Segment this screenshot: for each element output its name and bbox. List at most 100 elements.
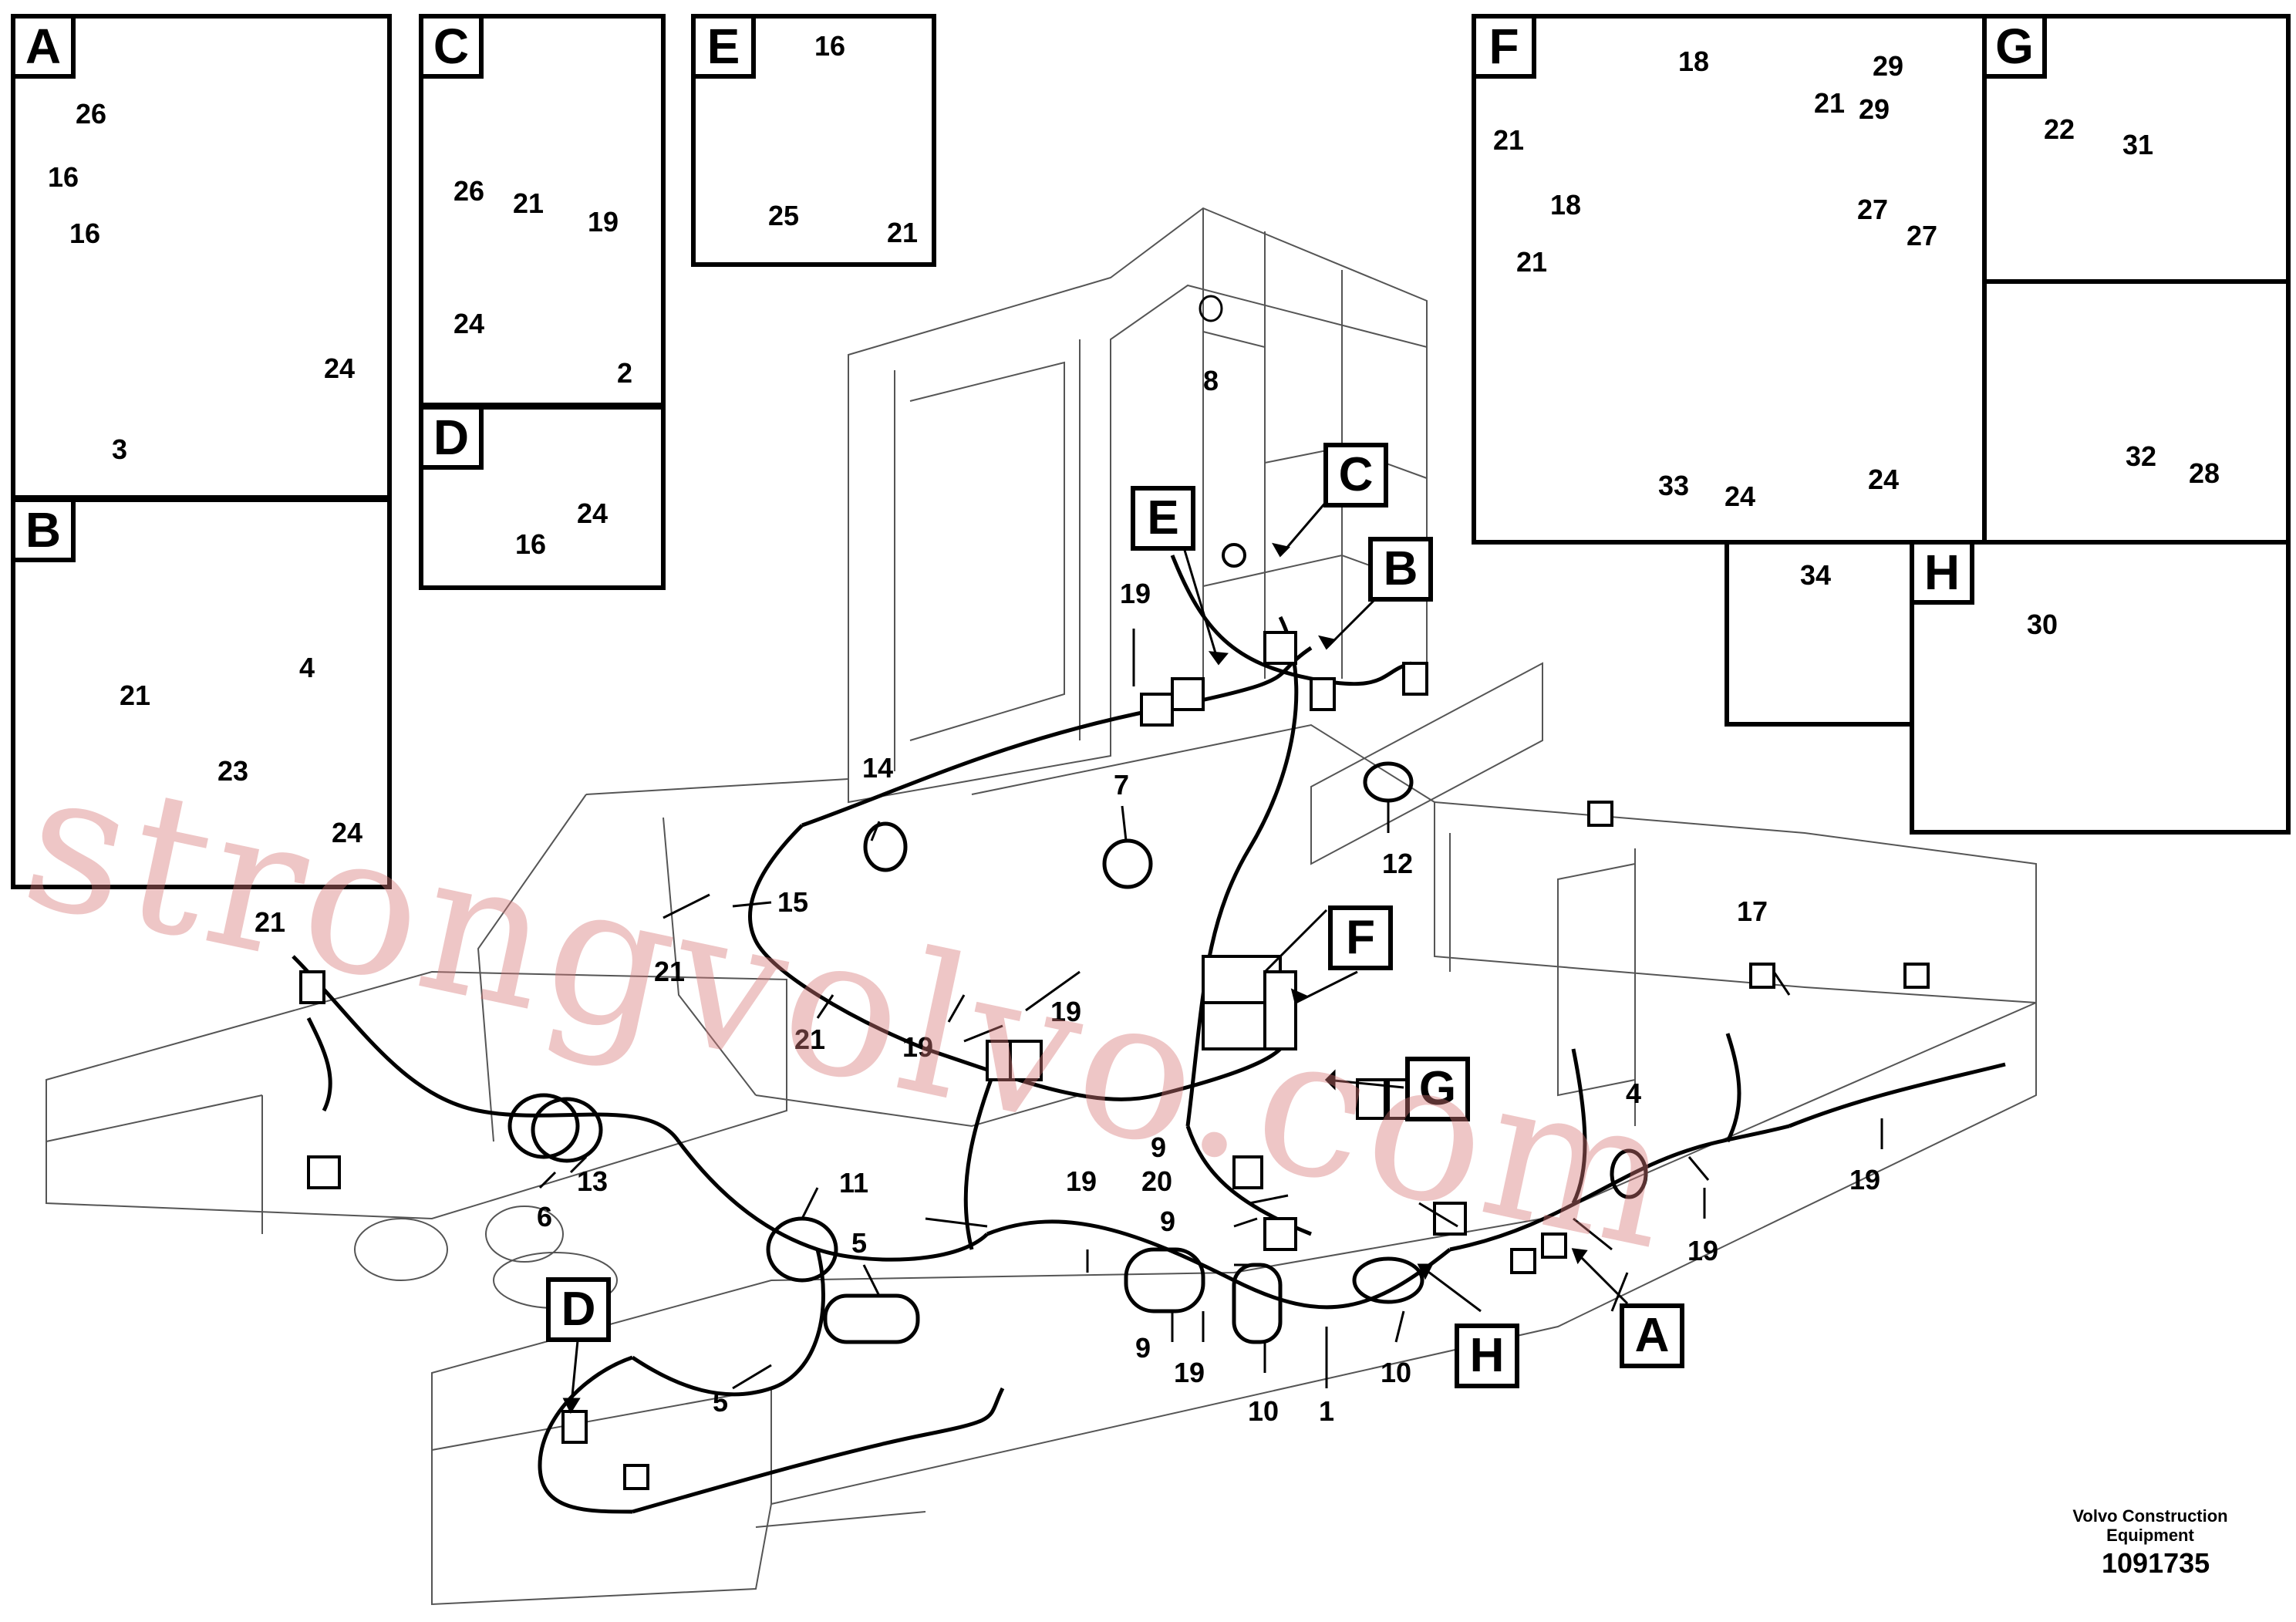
callout-main-19-pair: 19: [1050, 996, 1082, 1027]
detail-box-c: C: [419, 14, 666, 407]
callout-a-3: 3: [112, 433, 128, 465]
callout-b-4: 4: [299, 652, 315, 683]
detail-g-divider: [1987, 279, 2291, 284]
callout-main-20: 20: [1141, 1165, 1173, 1197]
detail-box-e: E: [691, 14, 936, 267]
detail-box-34: [1725, 540, 1914, 727]
callout-main-7: 7: [1114, 769, 1130, 801]
callout-g-32: 32: [2126, 440, 2157, 472]
callout-main-9-mid: 9: [1160, 1206, 1176, 1237]
callout-a-24: 24: [324, 352, 356, 384]
callout-g-28: 28: [2189, 457, 2220, 489]
callout-e-16: 16: [814, 30, 846, 62]
flag-g: G: [1405, 1057, 1470, 1121]
callout-main-11: 11: [839, 1167, 869, 1199]
callout-c-24: 24: [453, 308, 485, 339]
callout-e-21: 21: [887, 217, 919, 248]
flag-f: F: [1328, 905, 1393, 970]
callout-main-6: 6: [537, 1201, 553, 1233]
detail-box-h: H: [1910, 540, 2291, 835]
callout-main-19-right-a: 19: [1849, 1164, 1881, 1195]
flag-a: A: [1620, 1303, 1684, 1368]
callout-f-27-left: 27: [1857, 194, 1889, 225]
harness-grommets: [510, 764, 1646, 1342]
callout-main-8: 8: [1203, 365, 1219, 396]
callout-c-21: 21: [513, 187, 544, 219]
flag-b: B: [1368, 537, 1433, 602]
detail-letter-d: D: [419, 405, 484, 470]
detail-letter-h: H: [1910, 540, 1974, 605]
callout-a-16-mid: 16: [69, 218, 101, 249]
callout-main-21-left: 21: [255, 906, 286, 938]
callout-main-21-center: 21: [654, 956, 686, 987]
callout-f-33: 33: [1658, 470, 1690, 501]
callout-d-16: 16: [515, 528, 547, 560]
chassis: [46, 663, 2036, 1604]
callout-b-23: 23: [217, 755, 249, 787]
detail-letter-a: A: [11, 14, 76, 79]
callout-main-15: 15: [777, 886, 809, 918]
callout-f-29-top: 29: [1873, 50, 1904, 82]
callout-main-4: 4: [1626, 1077, 1642, 1109]
detail-box-a: A: [11, 14, 392, 500]
detail-letter-b: B: [11, 497, 76, 562]
flag-c: C: [1323, 443, 1388, 508]
callout-main-9-upper: 9: [1151, 1131, 1167, 1163]
company-name: Volvo Construction Equipment: [2058, 1506, 2243, 1546]
company-line-2: Equipment: [2106, 1526, 2194, 1546]
detail-letter-c: C: [419, 14, 484, 79]
detail-box-f: F: [1472, 14, 1987, 545]
callout-b-24: 24: [332, 817, 363, 848]
flag-e: E: [1131, 486, 1195, 551]
callout-main-19-center: 19: [902, 1031, 934, 1063]
callout-main-21-lower: 21: [794, 1023, 826, 1055]
callout-f-18-top: 18: [1678, 46, 1710, 77]
callout-main-14: 14: [862, 752, 894, 784]
callout-main-9-lower: 9: [1135, 1332, 1151, 1364]
callout-f-18-mid: 18: [1550, 189, 1582, 221]
detail-letter-f: F: [1472, 14, 1536, 79]
callout-main-19-bottom: 19: [1174, 1357, 1205, 1388]
callout-main-1: 1: [1319, 1395, 1335, 1427]
detail-letter-g: G: [1982, 14, 2047, 79]
callout-a-26: 26: [76, 98, 107, 130]
callout-f-21-lower: 21: [1516, 246, 1548, 278]
callout-f-21-left: 21: [1493, 124, 1525, 156]
detail-letter-e: E: [691, 14, 756, 79]
plug-part: [1200, 296, 1222, 321]
callout-g-22: 22: [2044, 113, 2075, 145]
flag-h: H: [1455, 1324, 1519, 1388]
callout-a-16-top: 16: [48, 161, 79, 193]
callout-g-31: 31: [2122, 129, 2154, 160]
drawing-number: 1091735: [2102, 1547, 2210, 1579]
callout-c-19: 19: [588, 206, 619, 238]
callout-f-21-right: 21: [1814, 87, 1846, 119]
callout-f-29-mid: 29: [1859, 93, 1890, 125]
callout-main-12: 12: [1382, 848, 1414, 879]
callout-c-2: 2: [617, 357, 633, 389]
callout-f-24-left: 24: [1725, 481, 1756, 512]
callout-main-5-lower: 5: [713, 1386, 729, 1418]
callout-f-27-right: 27: [1907, 220, 1938, 251]
wiring-harness: [293, 555, 2005, 1512]
callout-h-30: 30: [2027, 609, 2058, 640]
company-line-1: Volvo Construction: [2072, 1506, 2228, 1526]
callout-main-5-upper: 5: [851, 1227, 868, 1259]
callout-main-10-right: 10: [1381, 1357, 1412, 1388]
callout-main-13: 13: [577, 1165, 609, 1197]
callout-main-19-upper: 19: [1120, 578, 1151, 609]
callout-d-24: 24: [577, 497, 609, 529]
flag-d: D: [546, 1277, 611, 1342]
callout-main-17: 17: [1737, 895, 1768, 927]
callout-c-26: 26: [453, 175, 485, 207]
callout-e-25: 25: [768, 200, 800, 231]
callout-main-19-mid: 19: [1066, 1165, 1097, 1197]
harness-connectors: [301, 545, 1928, 1489]
callout-b-21: 21: [120, 679, 151, 711]
callout-34: 34: [1800, 559, 1832, 591]
callout-f-24-right: 24: [1868, 464, 1900, 495]
detail-box-d: D: [419, 405, 666, 590]
callout-main-10-left: 10: [1248, 1395, 1279, 1427]
callout-main-19-right-b: 19: [1687, 1235, 1719, 1266]
detail-box-b: B: [11, 497, 392, 889]
